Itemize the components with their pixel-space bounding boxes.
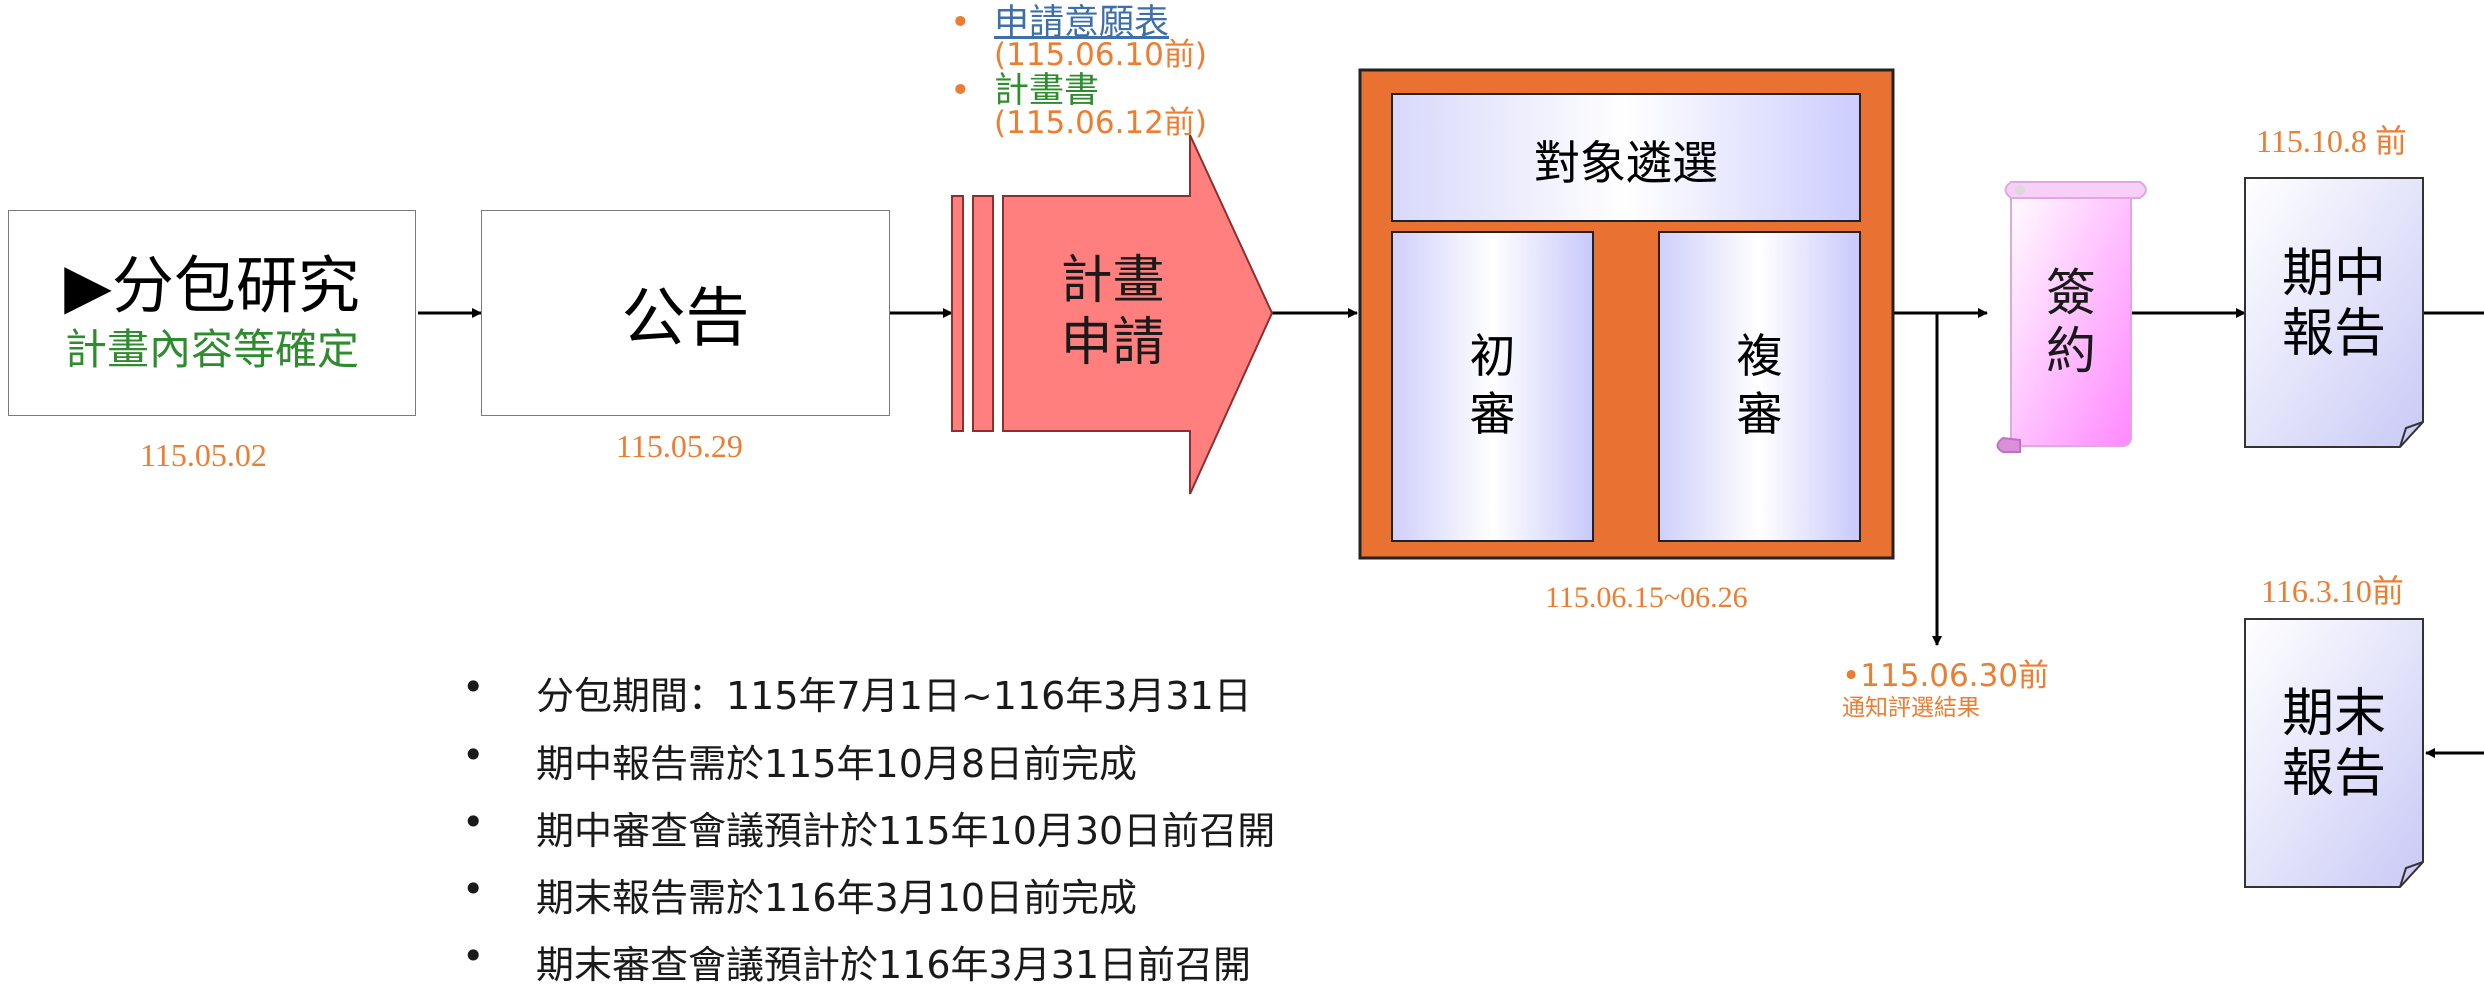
application-docs: • 申請意願表 (115.06.10前) • 計畫書 (115.06.12前) [950, 3, 1207, 141]
bullet-icon: • [462, 665, 485, 709]
apply-label-line1: 計畫 [1060, 251, 1165, 311]
bullet-icon: • [462, 934, 485, 978]
first-review-panel [1391, 231, 1594, 542]
second-review-char: 複 [1736, 329, 1783, 383]
second-review-char: 審 [1736, 387, 1783, 441]
apply-block-arrow [1002, 134, 1274, 495]
step1-title: ▶分包研究 [64, 249, 360, 322]
first-review-label: 初 審 [1392, 327, 1593, 443]
step1-box: ▶分包研究 計畫內容等確定 [8, 210, 416, 416]
doc-name: 申請意願表 [994, 3, 1170, 43]
second-review-label: 複 審 [1659, 327, 1860, 443]
contract-char: 簽 [2046, 264, 2096, 322]
notify-date: •115.06.30前 [1842, 658, 2050, 694]
notify-label: 通知評選結果 [1842, 695, 1980, 721]
note-item: • 期中審查會議預計於115年10月30日前召開 [462, 800, 1276, 855]
apply-label: 計畫 申請 [1040, 250, 1185, 374]
final-label-line: 報告 [2281, 744, 2386, 804]
step2-date: 115.05.29 [616, 428, 743, 464]
final-label-line: 期末 [2281, 684, 2386, 744]
note-item: • 期中報告需於115年10月8日前完成 [462, 733, 1138, 788]
apply-label-line2: 申請 [1060, 313, 1165, 373]
final-document-icon [2244, 618, 2424, 888]
note-item: • 期末審查會議預計於116年3月31日前召開 [462, 934, 1252, 989]
doc-item: • 申請意願表 (115.06.10前) [950, 3, 1207, 73]
selection-title-panel [1391, 93, 1861, 222]
notify-block: •115.06.30前 通知評選結果 [1842, 658, 2049, 722]
bullet-icon: • [462, 800, 485, 844]
midterm-document-icon [2244, 177, 2424, 448]
final-label: 期末 報告 [2245, 684, 2423, 804]
doc-deadline: (115.06.10前) [994, 37, 1207, 73]
midterm-date: 115.10.8 前 [2256, 123, 2407, 159]
note-item: • 分包期間：115年7月1日~116年3月31日 [462, 665, 1252, 720]
note-text: 期末審查會議預計於116年3月31日前召開 [536, 943, 1252, 987]
selection-date: 115.06.15~06.26 [1545, 581, 1748, 614]
contract-char: 約 [2046, 322, 2096, 380]
midterm-label: 期中 報告 [2245, 244, 2423, 364]
apply-stripe-2 [972, 195, 994, 432]
step1-subtitle: 計畫內容等確定 [64, 325, 359, 374]
contract-scroll-icon [1996, 181, 2147, 453]
second-review-panel [1658, 231, 1861, 542]
first-review-char: 審 [1469, 387, 1516, 441]
midterm-label-line: 期中 [2281, 244, 2386, 304]
note-text: 分包期間：115年7月1日~116年3月31日 [536, 674, 1252, 718]
note-item: • 期末報告需於116年3月10日前完成 [462, 867, 1138, 922]
first-review-char: 初 [1469, 329, 1516, 383]
step1-date: 115.05.02 [140, 437, 267, 473]
step2-box: 公告 [481, 210, 890, 416]
bullet-icon: • [950, 71, 971, 111]
note-text: 期中審查會議預計於115年10月30日前召開 [536, 809, 1276, 853]
bullet-icon: • [462, 867, 485, 911]
final-date: 116.3.10前 [2261, 573, 2404, 609]
step2-title: 公告 [621, 282, 750, 356]
contract-label: 簽 約 [2011, 264, 2131, 380]
note-text: 期中報告需於115年10月8日前完成 [536, 742, 1138, 786]
bullet-icon: • [462, 733, 485, 777]
note-text: 期末報告需於116年3月10日前完成 [536, 876, 1138, 920]
selection-title: 對象遴選 [1534, 136, 1718, 190]
doc-deadline: (115.06.12前) [994, 105, 1207, 141]
doc-item: • 計畫書 (115.06.12前) [950, 71, 1207, 141]
midterm-label-line: 報告 [2281, 304, 2386, 364]
apply-stripe-1 [951, 195, 964, 432]
bullet-icon: • [950, 3, 971, 43]
doc-name: 計畫書 [994, 71, 1100, 111]
